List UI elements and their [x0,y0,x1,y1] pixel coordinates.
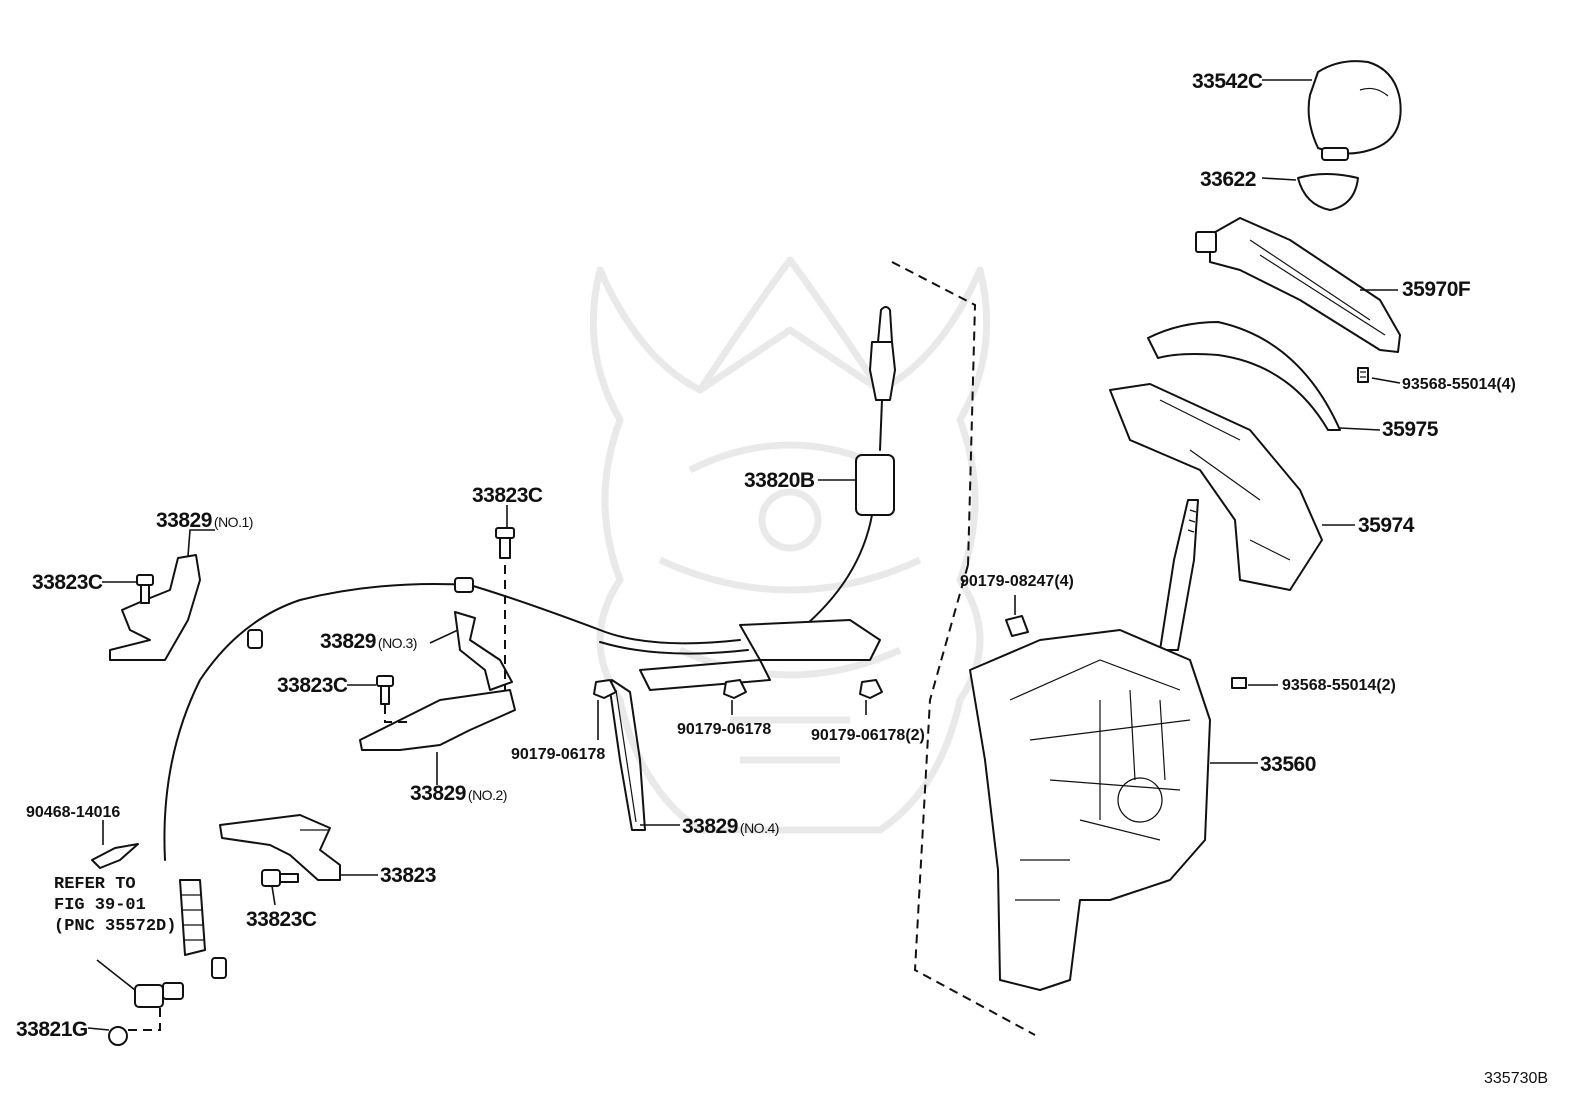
bolt-90179-08247 [1005,615,1029,637]
small-screw-upper [1357,367,1369,383]
figure-code: 335730B [1484,1070,1548,1087]
label-90468-14016[interactable]: 90468-14016 [26,804,120,821]
clip-90468-14016 [91,843,139,869]
shift-cable-drawing [163,306,896,979]
label-33823C-left[interactable]: 33823C [32,571,103,594]
bracket-no2-drawing [359,689,516,751]
label-33829-no4[interactable]: 33829(NO.4) [682,815,779,838]
label-90179-06178-2[interactable]: 90179-06178(2) [811,727,925,744]
label-33829-no3[interactable]: 33829(NO.3) [320,630,417,653]
refer-note-line1: REFER TO [54,875,136,894]
shift-lever-assembly-drawing [969,499,1211,991]
nut-90179-06178-mid [723,679,747,699]
label-33820B[interactable]: 33820B [744,469,815,492]
label-90179-06178-mid[interactable]: 90179-06178 [677,721,771,738]
label-33622[interactable]: 33622 [1200,168,1256,191]
label-33829-no2[interactable]: 33829(NO.2) [410,782,507,805]
bolt-33823C-mid [376,675,394,705]
bracket-no3-drawing [454,611,513,691]
indicator-housing-drawing [1195,217,1401,353]
label-93568-55014-4[interactable]: 93568-55014(4) [1402,376,1516,393]
bolt-33823C-bottom [261,869,299,887]
shift-cover-drawing [1147,321,1341,431]
bracket-no1-drawing [109,554,201,661]
nut-90179-06178-right [859,679,883,699]
label-33560[interactable]: 33560 [1260,753,1316,776]
shift-knob-drawing [1307,60,1402,161]
label-33823C-top[interactable]: 33823C [472,484,543,507]
refer-note-line2: FIG 39-01 [54,896,146,915]
nut-90179-06178-left [593,679,617,699]
bracket-33823-drawing [219,814,341,881]
retainer-33821G [108,982,184,1046]
label-93568-55014-2[interactable]: 93568-55014(2) [1282,677,1396,694]
leader-lines [87,79,1401,1031]
label-33821G[interactable]: 33821G [16,1018,88,1041]
knob-bezel-drawing [1297,173,1359,211]
label-35970F[interactable]: 35970F [1402,278,1471,301]
bolt-33823C-left [136,574,154,604]
label-33829-no1[interactable]: 33829(NO.1) [156,509,253,532]
refer-note-line3: (PNC 35572D) [54,917,176,936]
assembly-dashed-boundary [891,261,1036,1036]
label-33823C-bottom[interactable]: 33823C [246,908,317,931]
watermark-emblem [589,256,991,834]
label-33542C[interactable]: 33542C [1192,70,1263,93]
label-90179-06178-left[interactable]: 90179-06178 [511,746,605,763]
bracket-no4-drawing [609,679,646,831]
label-35975[interactable]: 35975 [1382,418,1439,441]
indicator-panel-drawing [1109,383,1323,591]
part-labels: 33542C 33622 35970F 93568-55014(4) 35975… [16,70,1548,1087]
label-33823[interactable]: 33823 [380,864,436,887]
label-33823C-mid[interactable]: 33823C [277,674,348,697]
label-90179-08247-4[interactable]: 90179-08247(4) [960,573,1074,590]
label-35974[interactable]: 35974 [1358,514,1415,537]
small-screw-right [1231,677,1247,689]
bolt-33823C-top [495,527,515,559]
